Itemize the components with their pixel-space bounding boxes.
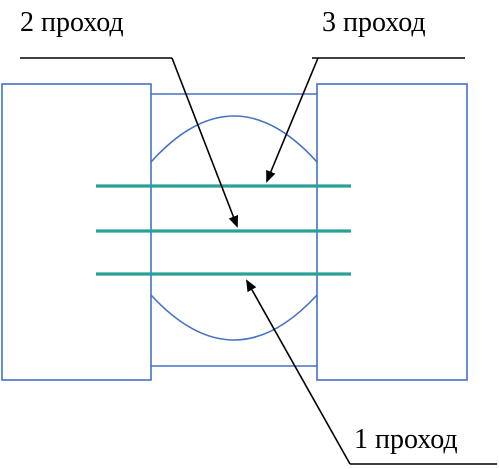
groove-upper-arc bbox=[150, 115, 318, 163]
pass-2-label: 2 проход bbox=[20, 7, 124, 38]
groove-lower-arc bbox=[150, 294, 318, 341]
pass-3-label: 3 проход bbox=[322, 7, 426, 38]
pass-2-arrow bbox=[171, 57, 239, 228]
pass-1-label: 1 проход bbox=[354, 424, 458, 455]
pass-3-arrow bbox=[266, 57, 319, 183]
pass-1-arrow bbox=[246, 279, 351, 465]
